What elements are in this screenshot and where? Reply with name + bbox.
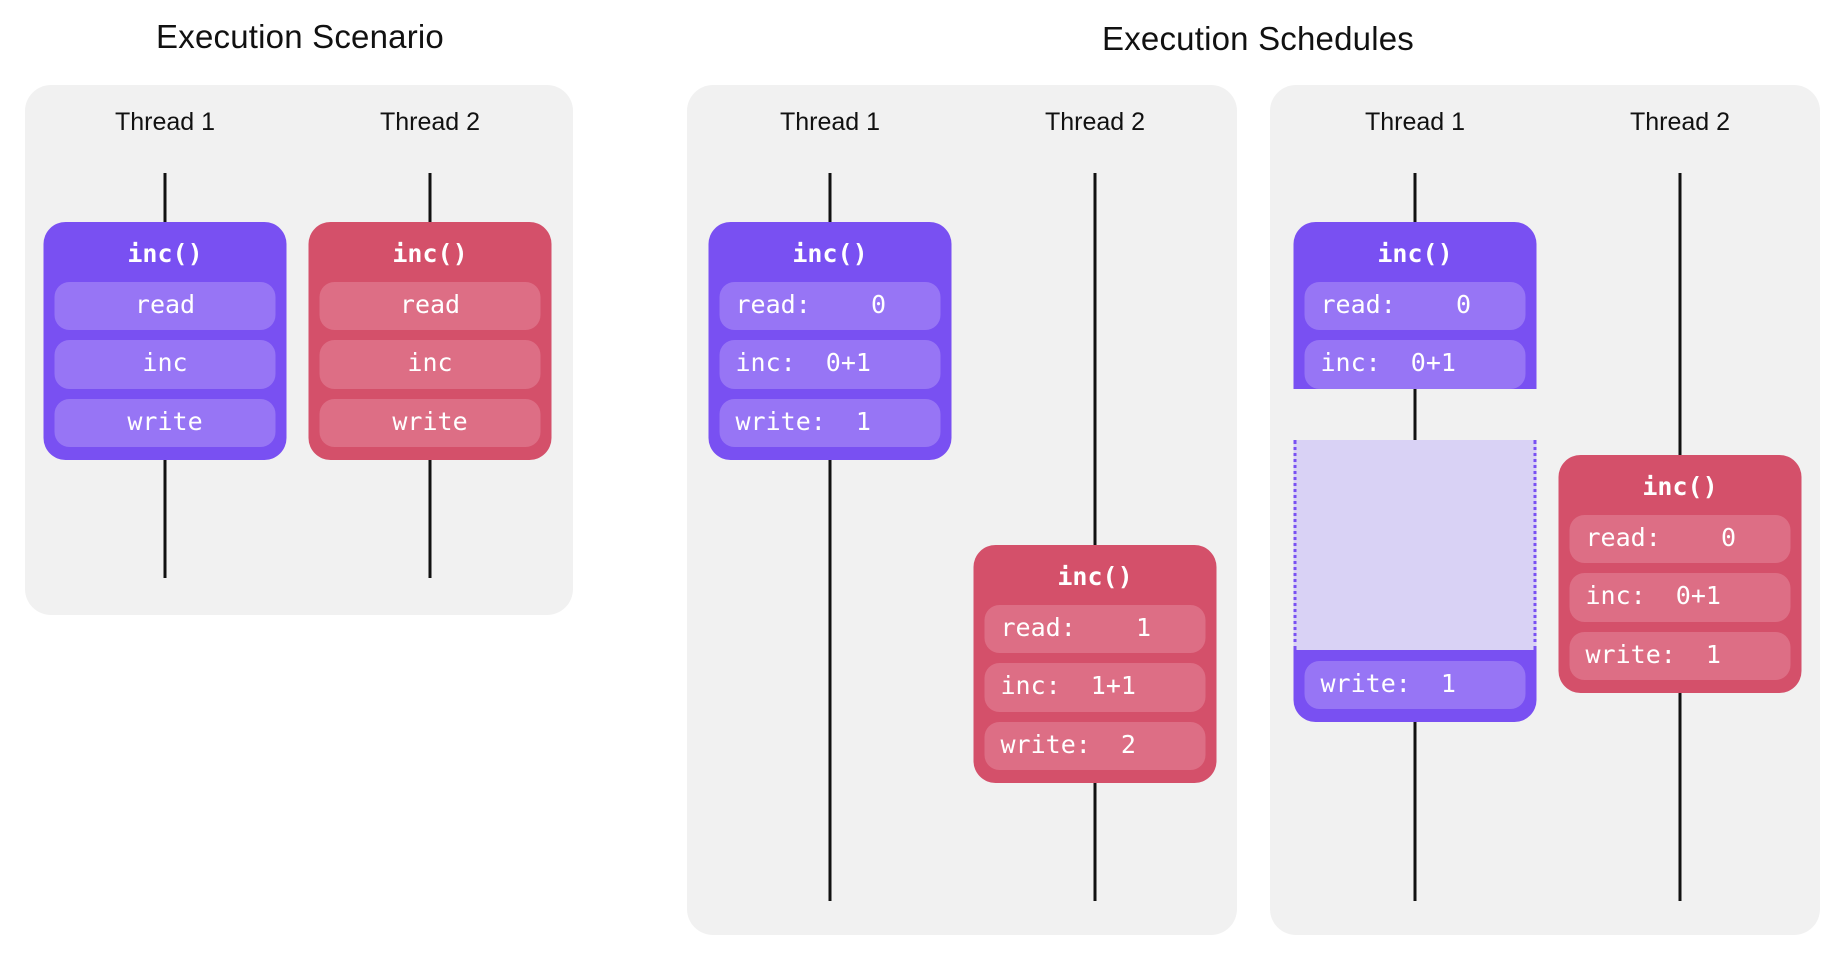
panel2-thread1-timeline [828,173,832,901]
step-write: write: 2 [984,721,1206,770]
panel3-thread1-paused-region [1293,440,1537,650]
panel1-thread1-inc-call: inc() read inc write [43,222,287,460]
panel3-thread2-inc-call: inc() read: 0 inc: 0+1 write: 1 [1558,455,1802,693]
step-write: write: 1 [1569,631,1791,680]
panel2-thread2-label: Thread 2 [1044,108,1146,136]
call-label: inc() [1377,239,1453,268]
call-label: inc() [1057,562,1133,591]
section-title-execution-scenario: Execution Scenario [156,18,444,55]
panel2-thread2-timeline [1093,173,1097,901]
step-inc: inc [54,340,276,389]
call-label: inc() [127,239,203,268]
panel1-thread2-inc-call: inc() read inc write [308,222,552,460]
step-read: read [54,282,276,331]
call-label: inc() [1642,472,1718,501]
step-write: write [54,398,276,447]
step-read: read: 0 [719,282,941,331]
step-inc: inc: 0+1 [1569,573,1791,622]
step-write: write [319,398,541,447]
step-write: write: 1 [1304,661,1526,710]
step-write: write: 1 [719,398,941,447]
panel3-thread1-inc-call-bottom: write: 1 [1293,650,1537,723]
panel2-thread1-label: Thread 1 [779,108,881,136]
step-read: read: 0 [1569,515,1791,564]
panel1-thread2-label: Thread 2 [379,108,481,136]
step-read: read: 0 [1304,282,1526,331]
panel3-thread1-label: Thread 1 [1364,108,1466,136]
section-title-execution-schedules: Execution Schedules [1102,20,1414,57]
panel-schedule-sequential [687,85,1237,935]
panel2-thread1-inc-call: inc() read: 0 inc: 0+1 write: 1 [708,222,952,460]
panel3-thread2-label: Thread 2 [1629,108,1731,136]
step-read: read: 1 [984,605,1206,654]
panel3-thread1-inc-call-top: inc() read: 0 inc: 0+1 [1293,222,1537,389]
step-read: read [319,282,541,331]
panel2-thread2-inc-call: inc() read: 1 inc: 1+1 write: 2 [973,545,1217,783]
call-label: inc() [792,239,868,268]
call-label: inc() [392,239,468,268]
step-inc: inc: 0+1 [1304,340,1526,389]
step-inc: inc: 0+1 [719,340,941,389]
panel1-thread1-label: Thread 1 [114,108,216,136]
step-inc: inc: 1+1 [984,663,1206,712]
step-inc: inc [319,340,541,389]
